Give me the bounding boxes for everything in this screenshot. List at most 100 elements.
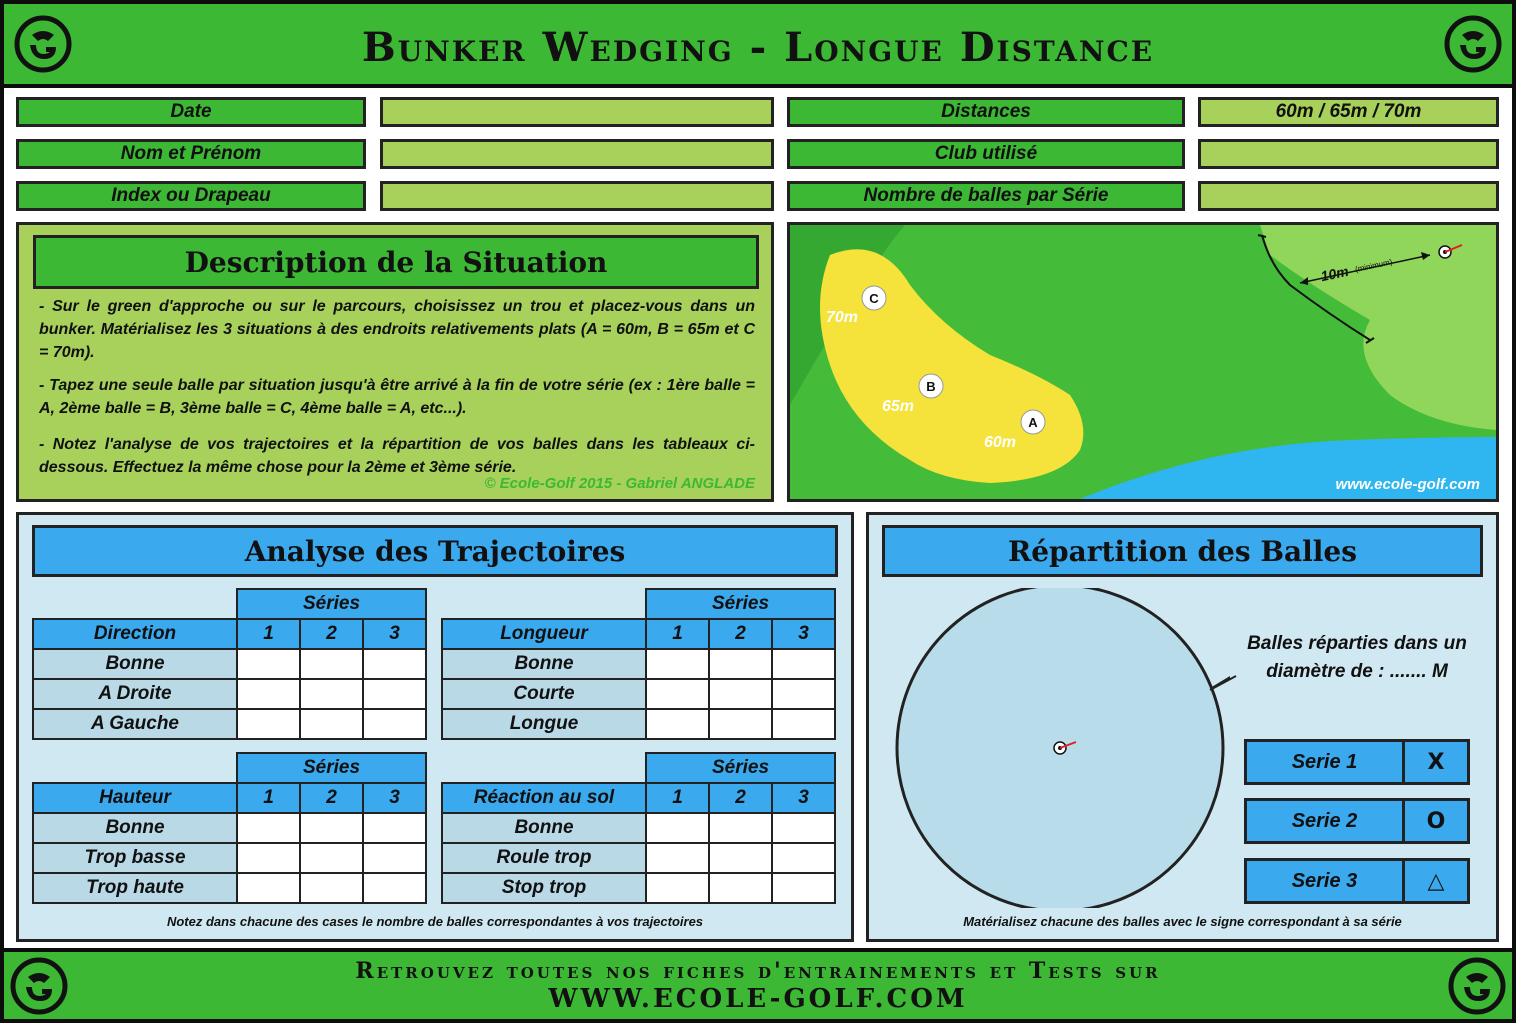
count-cell[interactable] — [771, 842, 836, 874]
balls-per-series-field[interactable] — [1198, 181, 1499, 211]
description-paragraph-2: - Tapez une seule balle par situation ju… — [39, 377, 755, 417]
row-label: Stop trop — [441, 872, 647, 904]
count-cell[interactable] — [771, 812, 836, 844]
count-cell[interactable] — [299, 678, 364, 710]
count-cell[interactable] — [645, 648, 710, 680]
col-1: 1 — [236, 782, 301, 814]
serie-3-symbol: △ — [1427, 868, 1445, 894]
series-header: Séries — [645, 588, 836, 620]
serie-2-legend: Serie 2 O — [1244, 798, 1470, 844]
club-label: Club utilisé — [787, 139, 1185, 169]
name-label: Nom et Prénom — [16, 139, 366, 169]
diameter-pointer-line — [1209, 675, 1237, 691]
reaction-table: Séries Réaction au sol 1 2 3 Bonne Roule… — [441, 752, 836, 904]
count-cell[interactable] — [708, 648, 773, 680]
count-cell[interactable] — [299, 872, 364, 904]
direction-table: Séries Direction 1 2 3 Bonne A Droite A … — [32, 588, 427, 740]
count-cell[interactable] — [708, 812, 773, 844]
row-label: Bonne — [32, 812, 238, 844]
count-cell[interactable] — [299, 842, 364, 874]
distance-label-c: 70m — [826, 309, 858, 326]
count-cell[interactable] — [645, 842, 710, 874]
marker-a: A — [1028, 415, 1038, 430]
hauteur-head: Hauteur — [32, 782, 238, 814]
description-box: Description de la Situation - Sur le gre… — [16, 222, 774, 502]
balls-per-series-label: Nombre de balles par Série — [787, 181, 1185, 211]
serie-3-name: Serie 3 — [1247, 861, 1405, 901]
count-cell[interactable] — [771, 708, 836, 740]
row-label: Longue — [441, 708, 647, 740]
col-2: 2 — [299, 782, 364, 814]
series-header: Séries — [236, 752, 427, 784]
count-cell[interactable] — [299, 708, 364, 740]
row-label: Trop basse — [32, 842, 238, 874]
count-cell[interactable] — [645, 812, 710, 844]
map-website: www.ecole-golf.com — [1336, 476, 1480, 493]
col-1: 1 — [645, 618, 710, 650]
count-cell[interactable] — [645, 708, 710, 740]
date-label: Date — [16, 97, 366, 127]
count-cell[interactable] — [708, 842, 773, 874]
analysis-note: Notez dans chacune des cases le nombre d… — [166, 914, 704, 929]
serie-2-symbol: O — [1426, 808, 1446, 834]
count-cell[interactable] — [362, 872, 427, 904]
ecole-golf-logo-icon — [1444, 15, 1502, 73]
series-header: Séries — [236, 588, 427, 620]
count-cell[interactable] — [236, 678, 301, 710]
count-cell[interactable] — [236, 812, 301, 844]
col-1: 1 — [645, 782, 710, 814]
date-field[interactable] — [380, 97, 774, 127]
count-cell[interactable] — [645, 872, 710, 904]
count-cell[interactable] — [362, 812, 427, 844]
count-cell[interactable] — [236, 842, 301, 874]
count-cell[interactable] — [362, 842, 427, 874]
reaction-head: Réaction au sol — [441, 782, 647, 814]
description-title: Description de la Situation — [33, 235, 759, 289]
ecole-golf-logo-icon — [1448, 957, 1506, 1015]
count-cell[interactable] — [771, 648, 836, 680]
count-cell[interactable] — [645, 678, 710, 710]
col-3: 3 — [771, 782, 836, 814]
index-label: Index ou Drapeau — [16, 181, 366, 211]
footer-website-link[interactable]: WWW.ECOLE-GOLF.COM — [548, 984, 968, 1014]
page-title: Bunker Wedging - Longue Distance — [361, 24, 1155, 71]
distances-value: 60m / 65m / 70m — [1198, 97, 1499, 127]
repartition-note: Matérialisez chacune des balles avec le … — [963, 914, 1402, 929]
direction-head: Direction — [32, 618, 238, 650]
col-3: 3 — [362, 618, 427, 650]
count-cell[interactable] — [362, 678, 427, 710]
copyright-text: © Ecole-Golf 2015 - Gabriel ANGLADE — [484, 475, 755, 492]
name-field[interactable] — [380, 139, 774, 169]
header-band: Bunker Wedging - Longue Distance — [4, 4, 1512, 84]
index-field[interactable] — [380, 181, 774, 211]
description-paragraph-3: - Notez l'analyse de vos trajectoires et… — [39, 436, 755, 476]
serie-1-legend: Serie 1 X — [1244, 739, 1470, 785]
count-cell[interactable] — [708, 708, 773, 740]
col-2: 2 — [708, 618, 773, 650]
club-field[interactable] — [1198, 139, 1499, 169]
row-label: Courte — [441, 678, 647, 710]
count-cell[interactable] — [299, 648, 364, 680]
count-cell[interactable] — [236, 648, 301, 680]
count-cell[interactable] — [708, 678, 773, 710]
count-cell[interactable] — [362, 648, 427, 680]
count-cell[interactable] — [771, 872, 836, 904]
row-label: Trop haute — [32, 872, 238, 904]
count-cell[interactable] — [236, 708, 301, 740]
count-cell[interactable] — [236, 872, 301, 904]
description-paragraph-1: - Sur le green d'approche ou sur le parc… — [39, 298, 755, 361]
distance-label-a: 60m — [984, 434, 1016, 451]
count-cell[interactable] — [299, 812, 364, 844]
col-2: 2 — [708, 782, 773, 814]
serie-2-name: Serie 2 — [1247, 801, 1405, 841]
balles-diameter-text: Balles réparties dans un diamètre de : .… — [1232, 630, 1482, 686]
col-3: 3 — [362, 782, 427, 814]
target-circle[interactable] — [890, 588, 1230, 908]
count-cell[interactable] — [771, 678, 836, 710]
count-cell[interactable] — [362, 708, 427, 740]
row-label: Bonne — [441, 812, 647, 844]
col-1: 1 — [236, 618, 301, 650]
balles-text-line1: Balles réparties dans un — [1247, 633, 1467, 654]
count-cell[interactable] — [708, 872, 773, 904]
